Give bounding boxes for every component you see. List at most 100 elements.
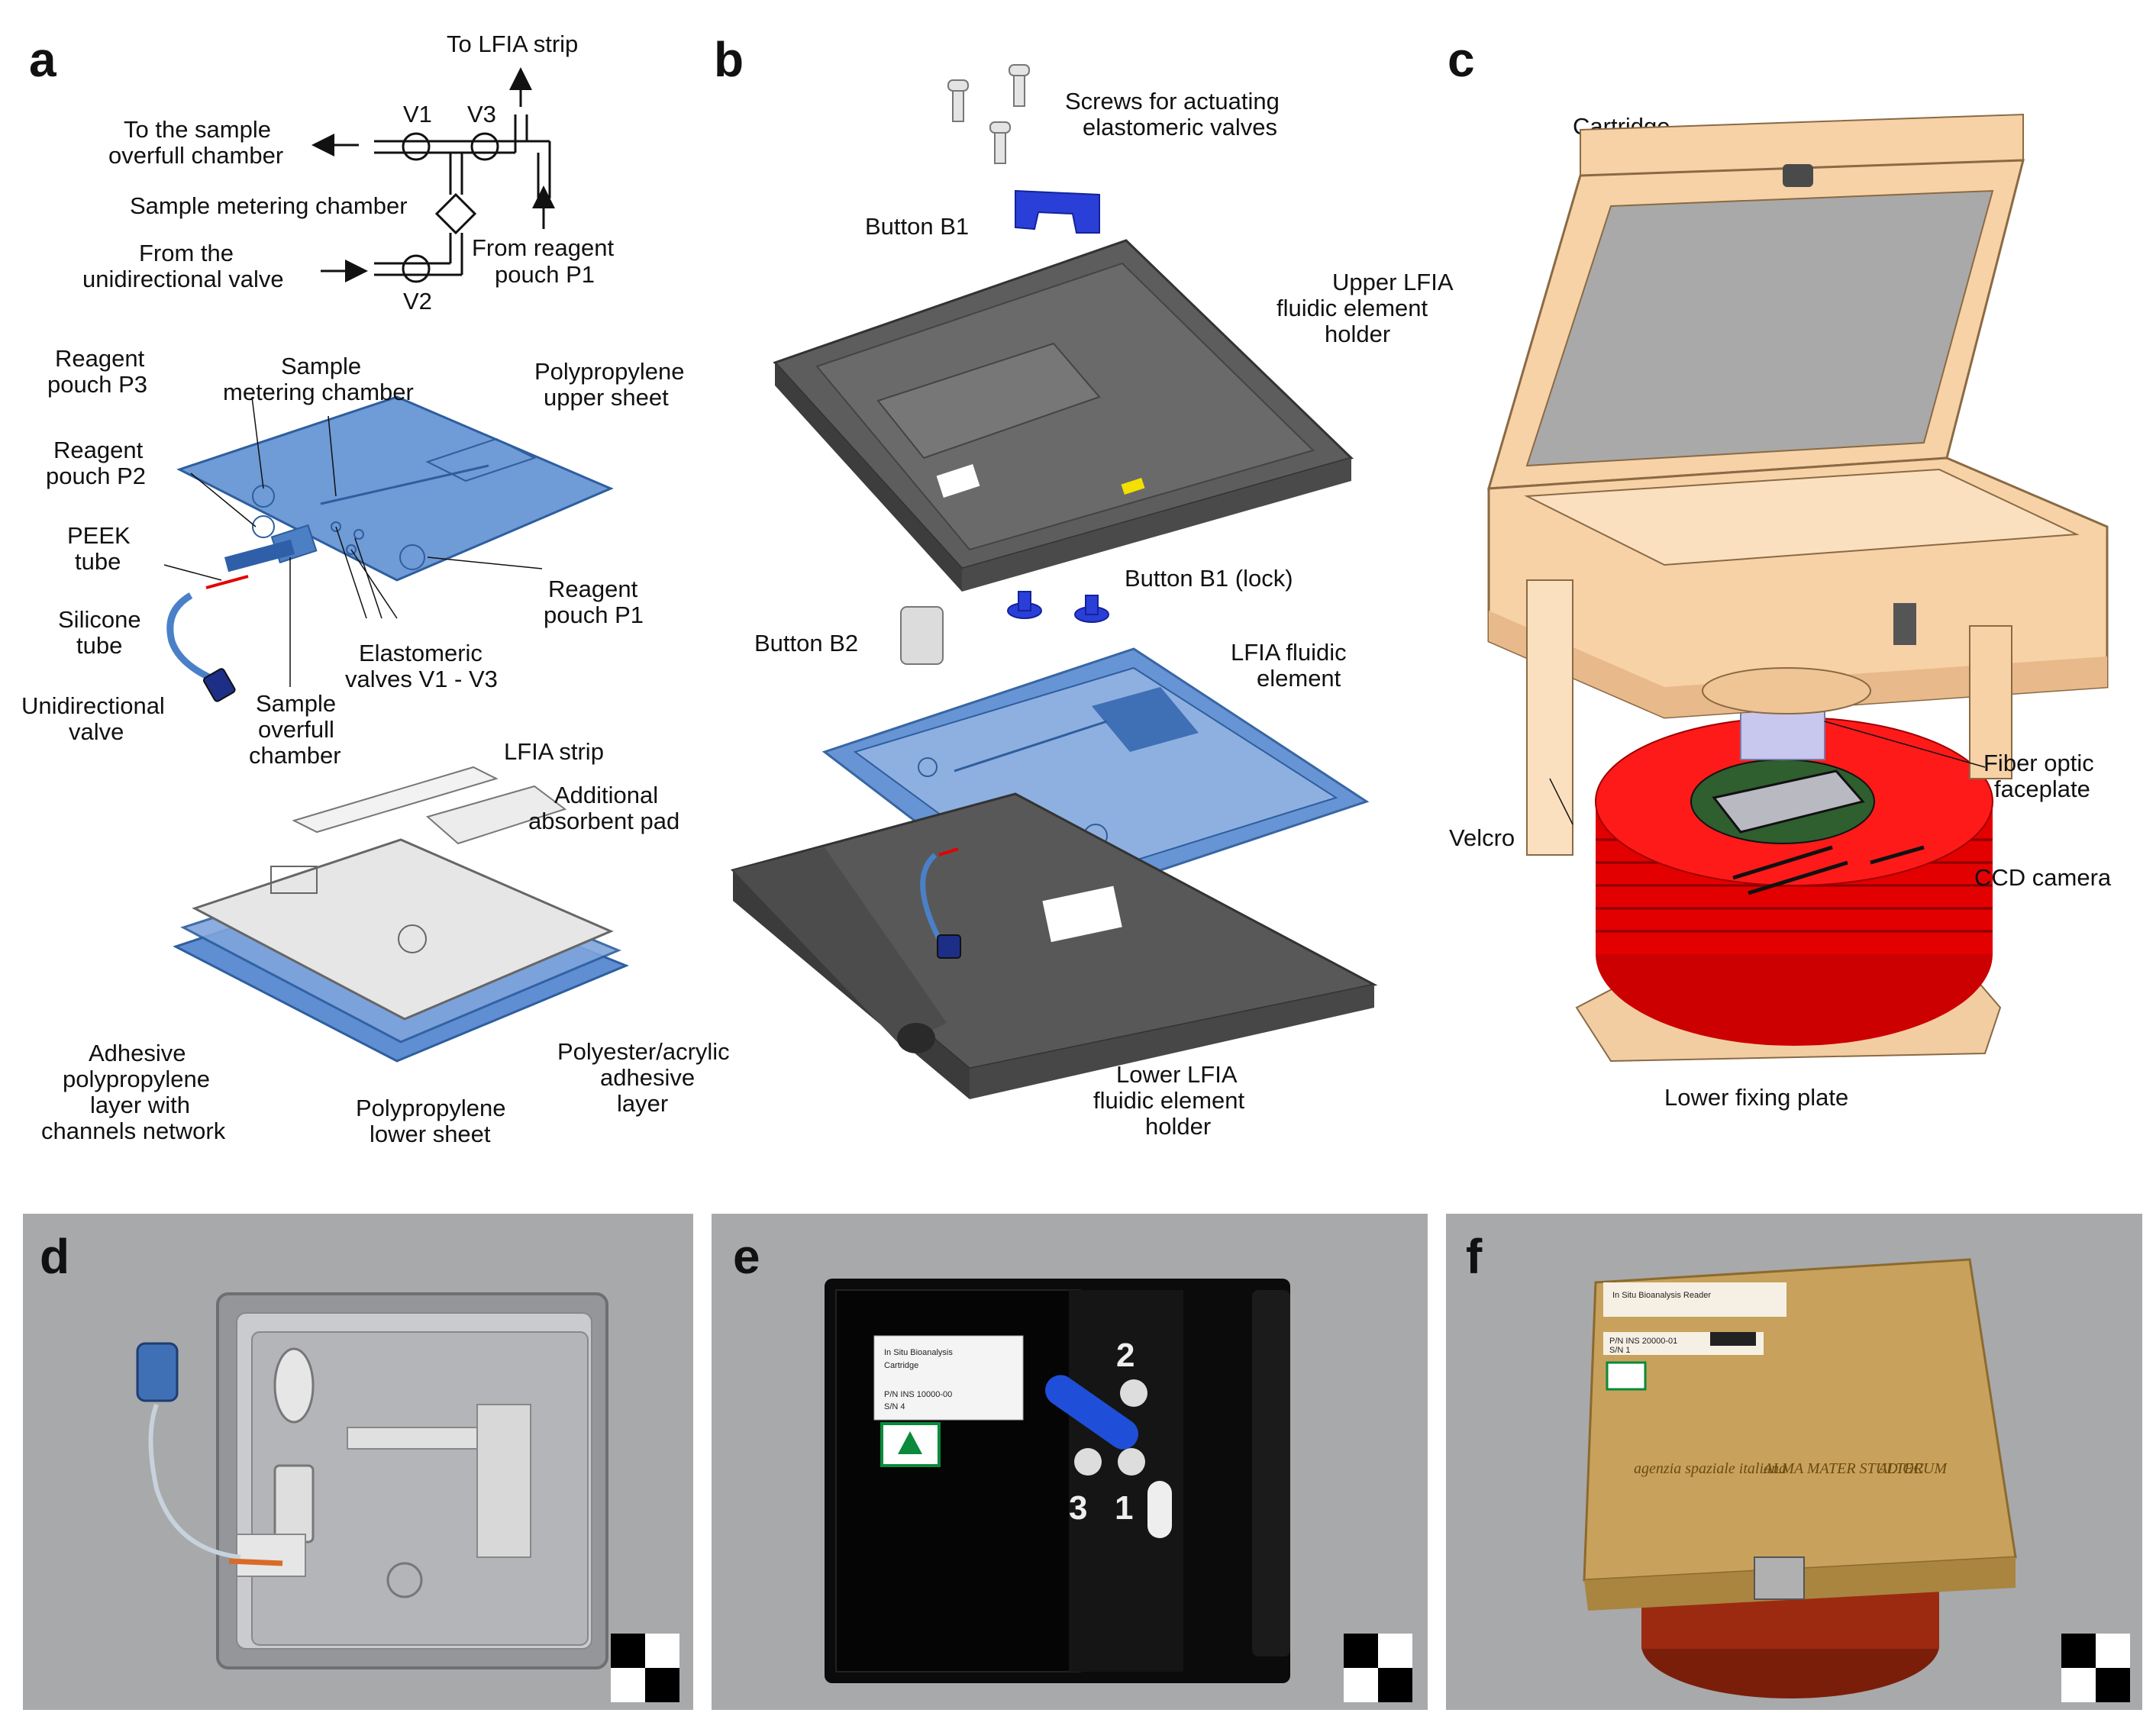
screw-number-2: 2 xyxy=(1116,1337,1134,1374)
lower-layer-stack xyxy=(173,766,629,1063)
reader-green-label xyxy=(1606,1361,1647,1391)
label-pp-upper-1: Polypropylene xyxy=(534,358,684,385)
panel-d: d xyxy=(23,1214,693,1710)
reader-sticker-line-1: In Situ Bioanalysis Reader xyxy=(1612,1291,1711,1300)
label-button-b1: Button B1 xyxy=(865,213,969,240)
peek-tube xyxy=(205,575,249,589)
label-upper-holder-3: holder xyxy=(1325,321,1390,347)
cartridge-sticker-line-4: S/N 4 xyxy=(884,1402,905,1411)
reader-sticker-line-2: P/N INS 20000-01 xyxy=(1609,1337,1677,1346)
label-overfull-chamber-3: chamber xyxy=(249,742,341,769)
scale-checker-e xyxy=(1344,1634,1412,1702)
label-v2: V2 xyxy=(403,288,432,314)
label-silicone-2: tube xyxy=(76,632,122,659)
label-lower-holder-3: holder xyxy=(1145,1113,1211,1140)
label-absorbent-1: Additional xyxy=(554,782,658,808)
cartridge-sticker-line-3: P/N INS 10000-00 xyxy=(884,1390,952,1399)
reader-sticker xyxy=(1603,1282,1786,1317)
button-b1-lock-parts xyxy=(1007,591,1109,623)
screw-3 xyxy=(1074,1448,1102,1476)
latch xyxy=(1754,1556,1805,1600)
label-polyester-1: Polyester/acrylic xyxy=(557,1038,730,1065)
label-fluidic-element-1: LFIA fluidic xyxy=(1231,639,1347,666)
label-metering-chamber: Sample metering chamber xyxy=(130,192,408,219)
label-button-b1-lock: Button B1 (lock) xyxy=(1125,565,1293,592)
label-pouch-p1-2: pouch P1 xyxy=(544,602,644,628)
label-upper-holder-1: Upper LFIA xyxy=(1332,269,1454,295)
panel-letter-a: a xyxy=(29,32,56,87)
label-pp-upper-2: upper sheet xyxy=(544,384,669,411)
label-lower-plate: Lower fixing plate xyxy=(1664,1084,1848,1111)
valve-v3-symbol xyxy=(470,132,499,161)
label-overfull-chamber-2: overfull xyxy=(258,716,334,743)
barcode xyxy=(1710,1332,1756,1346)
label-to-lfia-strip: To LFIA strip xyxy=(447,31,578,57)
panel-letter-d: d xyxy=(40,1229,69,1284)
label-screws-1: Screws for actuating xyxy=(1065,88,1280,115)
label-adhesive-pp-3: layer with xyxy=(90,1092,190,1118)
label-overfull-2: overfull chamber xyxy=(108,142,283,169)
pp-upper-sheet xyxy=(166,395,614,702)
label-lfia-strip: LFIA strip xyxy=(504,738,604,765)
label-elastomeric-2: valves V1 - V3 xyxy=(345,666,498,692)
valve-v2-symbol xyxy=(402,254,431,283)
screw-1 xyxy=(1118,1448,1145,1476)
label-button-b2: Button B2 xyxy=(754,630,858,656)
label-elastomeric-1: Elastomeric xyxy=(359,640,483,666)
label-from-valve-2: unidirectional valve xyxy=(82,266,284,292)
label-v3: V3 xyxy=(467,101,496,127)
label-sample-meter-2: metering chamber xyxy=(223,379,414,405)
label-absorbent-2: absorbent pad xyxy=(528,808,679,834)
screw-number-1: 1 xyxy=(1115,1489,1133,1527)
label-ccd: CCD camera xyxy=(1974,864,2112,891)
unidirectional-valve-part xyxy=(202,668,236,702)
logo-asi: agenzia spaziale italiana xyxy=(1634,1460,1786,1477)
logo-unibo: ALMA MATER STUDIORUM xyxy=(1762,1460,1948,1477)
label-peek-2: tube xyxy=(75,548,121,575)
scale-checker-f xyxy=(2061,1634,2130,1702)
label-adhesive-pp-2: polypropylene xyxy=(63,1066,210,1092)
label-polyester-2: adhesive xyxy=(600,1064,695,1091)
absorbent-pad xyxy=(425,785,567,845)
label-silicone-1: Silicone xyxy=(58,606,141,633)
panel-a: a To LFIA strip V1 V3 V2 xyxy=(21,31,730,1147)
button-b1-part xyxy=(1015,189,1100,234)
label-pouch-p1-1: Reagent xyxy=(548,576,638,602)
button-b2-part xyxy=(900,606,944,665)
panel-f: f In Situ Bioanalysis Reader P/N INS 200… xyxy=(1446,1214,2142,1710)
label-adhesive-pp-4: channels network xyxy=(41,1118,226,1144)
label-fiber-2: faceplate xyxy=(1994,776,2090,802)
label-sample-meter-1: Sample xyxy=(281,353,361,379)
valve-schematic xyxy=(311,67,555,283)
cartridge-sticker xyxy=(873,1335,1024,1421)
screw-number-3: 3 xyxy=(1069,1489,1087,1527)
panel-letter-b: b xyxy=(714,32,744,87)
panel-letter-e: e xyxy=(733,1229,760,1284)
button-b2 xyxy=(1147,1481,1172,1538)
label-pp-lower-1: Polypropylene xyxy=(356,1095,505,1121)
scale-checker xyxy=(611,1634,679,1702)
panel-letter-f: f xyxy=(1466,1229,1483,1284)
panel-letter-c: c xyxy=(1448,32,1475,87)
label-pouch-p3-1: Reagent xyxy=(55,345,145,372)
photo-valve xyxy=(136,1342,179,1402)
label-pp-lower-2: lower sheet xyxy=(370,1121,491,1147)
silicone-tube xyxy=(166,592,215,683)
label-lower-holder-1: Lower LFIA xyxy=(1116,1061,1238,1088)
label-velcro: Velcro xyxy=(1449,824,1515,851)
panel-c: c Cartridge housing xyxy=(1448,32,2112,1111)
label-pouch-p2-1: Reagent xyxy=(53,437,144,463)
label-from-pouch-1: From reagent xyxy=(472,234,614,261)
cartridge-housing-part xyxy=(1486,113,2109,856)
velcro-part xyxy=(1526,579,1573,856)
label-lower-holder-2: fluidic element xyxy=(1093,1087,1245,1114)
cartridge-sticker-line-2: Cartridge xyxy=(884,1361,918,1370)
lfia-strip-part xyxy=(292,766,499,834)
label-unidirectional-2: valve xyxy=(69,718,124,745)
label-from-valve-1: From the xyxy=(139,240,234,266)
label-fluidic-element-2: element xyxy=(1257,665,1341,692)
blue-button-b1 xyxy=(1045,1375,1138,1450)
label-upper-holder-2: fluidic element xyxy=(1276,295,1428,321)
upper-holder-part xyxy=(773,239,1354,592)
